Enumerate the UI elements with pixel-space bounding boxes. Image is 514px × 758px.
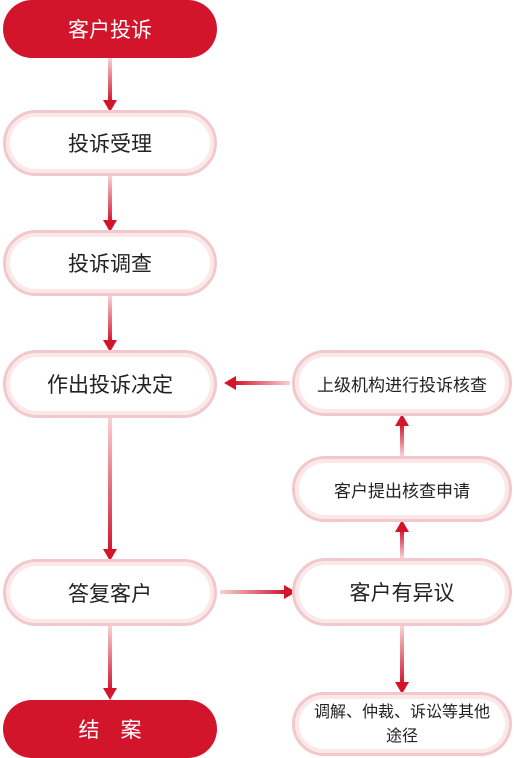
arrow-reply-to-close <box>103 626 117 700</box>
node-reply-customer: 答复客户 <box>3 559 217 626</box>
node-review-request: 客户提出核查申请 <box>292 456 512 522</box>
node-customer-complaint: 客户投诉 <box>3 0 217 58</box>
arrow-objection-to-other-ways <box>395 626 409 694</box>
arrow-superior-to-decision <box>224 376 290 390</box>
node-other-ways: 调解、仲裁、诉讼等其他途径 <box>292 692 512 756</box>
node-case-closed: 结 案 <box>3 700 217 758</box>
node-superior-review: 上级机构进行投诉核查 <box>292 350 512 416</box>
node-complaint-accept: 投诉受理 <box>3 110 217 176</box>
arrow-reply-to-objection <box>220 585 296 599</box>
node-customer-objection: 客户有异议 <box>292 558 512 626</box>
arrow-review-request-to-superior <box>395 414 409 456</box>
arrow-accept-to-investigate <box>103 176 117 232</box>
arrow-complaint-to-accept <box>103 58 117 112</box>
node-complaint-investigate: 投诉调查 <box>3 230 217 296</box>
arrow-investigate-to-decision <box>103 296 117 352</box>
arrow-objection-to-review-request <box>395 520 409 558</box>
arrow-decision-to-reply <box>103 418 117 561</box>
node-make-decision: 作出投诉决定 <box>3 350 217 418</box>
